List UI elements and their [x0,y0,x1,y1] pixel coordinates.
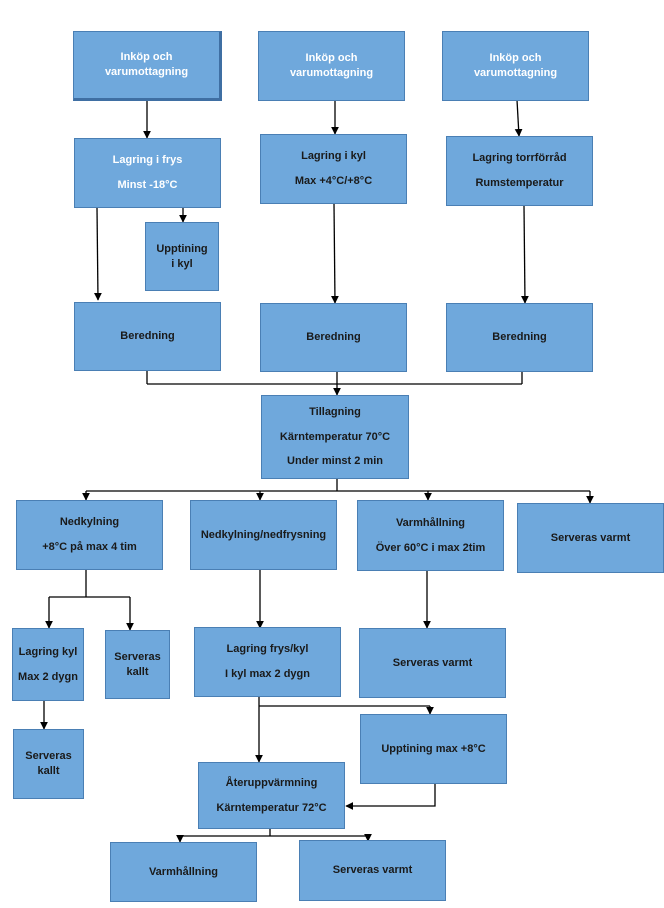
box-cooling: Nedkylning +8°C på max 4 tim [16,500,163,570]
box-text: Lagring frys/kyl [226,643,309,656]
box-text: i kyl [171,257,193,270]
box-text: Serveras varmt [550,531,631,544]
box-store-frozen-cold: Lagring frys/kyl I kyl max 2 dygn [194,627,341,697]
box-store-fridge: Lagring kyl Max 2 dygn [12,628,84,701]
box-text: Max +4°C/+8°C [294,175,373,187]
box-text: varumottagning [104,66,189,78]
box-text: Inköp och [120,51,173,64]
box-text: Rumstemperatur [475,177,564,189]
box-text: Lagring i kyl [301,150,366,163]
box-purchase-1: Inköp och varumottagning [73,31,222,101]
box-text: Upptining max +8°C [381,742,486,755]
box-text: Nedkylning [59,516,120,529]
box-serve-cold-2: Serveras kallt [13,729,84,799]
box-text: Under minst 2 min [287,455,383,468]
box-text: Tillagning [309,405,361,418]
box-text: Max 2 dygn [18,670,78,683]
box-prep-1: Beredning [74,302,221,371]
box-text: Upptining [156,242,208,255]
box-text: Minst -18°C [117,179,178,191]
box-thaw-fridge: Upptining i kyl [145,222,219,291]
box-text: varumottagning [289,67,374,79]
box-cooking: Tillagning Kärntemperatur 70°C Under min… [261,395,409,479]
arrow-fridge-prep2 [331,203,339,304]
box-text: I kyl max 2 dygn [225,668,310,680]
box-text: kallt [126,665,149,678]
box-text: Varmhållning [395,516,466,529]
box-text: Serveras [25,750,72,763]
box-purchase-2: Inköp och varumottagning [258,31,405,101]
box-prep-2: Beredning [260,303,407,372]
box-reheating: Återuppvärmning Kärntemperatur 72°C [198,762,345,829]
box-text: Över 60°C i max 2tim [375,541,486,554]
box-prep-3: Beredning [446,303,593,372]
box-serve-warm-3: Serveras varmt [299,840,446,901]
box-fridge-storage: Lagring i kyl Max +4°C/+8°C [260,134,407,204]
box-text: Beredning [492,331,547,344]
box-text: Inköp och [489,52,542,65]
box-serve-cold-1: Serveras kallt [105,630,170,699]
box-text: Inköp och [305,52,358,65]
arrow-thaw-reheating [345,783,436,810]
box-serve-warm-1: Serveras varmt [517,503,664,573]
box-dry-storage: Lagring torrförråd Rumstemperatur [446,136,593,206]
box-hot-holding-2: Varmhållning [110,842,257,902]
box-thaw-max: Upptining max +8°C [360,714,507,784]
box-text: kallt [37,765,60,777]
box-text: Återuppvärmning [225,776,318,789]
box-text: Serveras [114,650,161,663]
box-serve-warm-2: Serveras varmt [359,628,506,698]
box-freezer-storage: Lagring i frys Minst -18°C [74,138,221,208]
box-text: Serveras varmt [332,864,413,877]
box-text: varumottagning [473,67,558,79]
box-text: Kärntemperatur 72°C [216,801,327,814]
box-text: Lagring i frys [112,154,183,167]
arrow-purchase3-dry [514,99,523,137]
arrow-dry-prep3 [521,205,529,304]
box-text: Beredning [120,330,175,343]
box-cooling-freezing: Nedkylning/nedfrysning [190,500,337,570]
box-text: Lagring torrförråd [472,152,567,165]
box-text: Beredning [306,331,361,344]
arrow-freezer-prep1 [94,207,102,301]
box-hot-holding-1: Varmhållning Över 60°C i max 2tim [357,500,504,571]
box-text: Lagring kyl [18,645,78,658]
box-text: Nedkylning/nedfrysning [200,528,327,541]
box-text: +8°C på max 4 tim [42,541,137,553]
box-text: Kärntemperatur 70°C [279,430,391,443]
box-purchase-3: Inköp och varumottagning [442,31,589,101]
box-text: Varmhållning [148,865,219,878]
box-text: Serveras varmt [392,656,473,669]
